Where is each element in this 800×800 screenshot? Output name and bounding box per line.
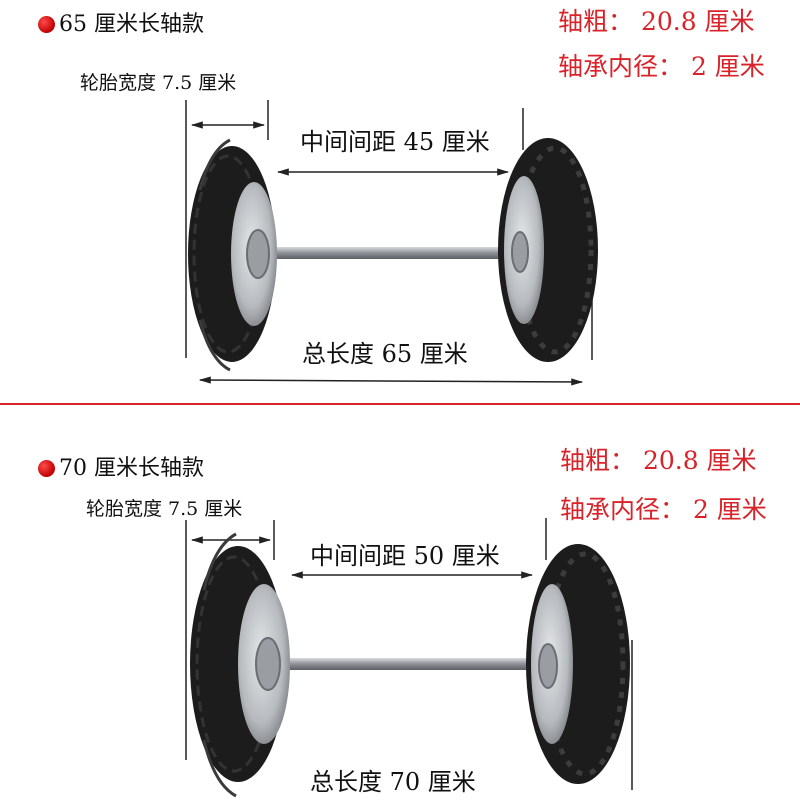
bottom-axle-thickness: 轴粗： 20.8 厘米: [560, 446, 757, 475]
bottom-total-length-label: 总长度 70 厘米: [310, 768, 476, 796]
bottom-right-wheel: [526, 544, 630, 784]
top-total-length-arrow: [198, 376, 584, 386]
bottom-bearing-inner-diameter: 轴承内径： 2 厘米: [560, 495, 767, 524]
bottom-wheel-assembly: [185, 518, 633, 798]
top-wheel-assembly: [185, 100, 598, 386]
top-section-title: 65 厘米长轴款: [38, 6, 204, 38]
section-divider: [0, 403, 800, 405]
top-axle-thickness: 轴粗： 20.8 厘米: [558, 7, 755, 36]
top-tire-width-label: 轮胎宽度 7.5 厘米: [80, 72, 237, 94]
top-middle-gap-label: 中间间距 45 厘米: [300, 128, 490, 156]
bottom-left-wheel: [190, 532, 290, 798]
bottom-title-text: 70 厘米长轴款: [59, 456, 204, 481]
top-bearing-inner-diameter: 轴承内径： 2 厘米: [558, 52, 765, 81]
bottom-middle-gap-label: 中间间距 50 厘米: [310, 542, 500, 570]
red-dot-icon: [38, 16, 55, 33]
top-axle: [255, 247, 525, 259]
top-left-wheel: [188, 138, 277, 372]
top-right-wheel: [498, 138, 598, 362]
bottom-section-title: 70 厘米长轴款: [38, 450, 204, 482]
bottom-axle: [262, 658, 562, 670]
red-dot-icon: [38, 460, 55, 477]
bottom-tire-width-label: 轮胎宽度 7.5 厘米: [86, 498, 243, 520]
top-total-length-label: 总长度 65 厘米: [302, 340, 468, 368]
top-title-text: 65 厘米长轴款: [59, 12, 204, 37]
